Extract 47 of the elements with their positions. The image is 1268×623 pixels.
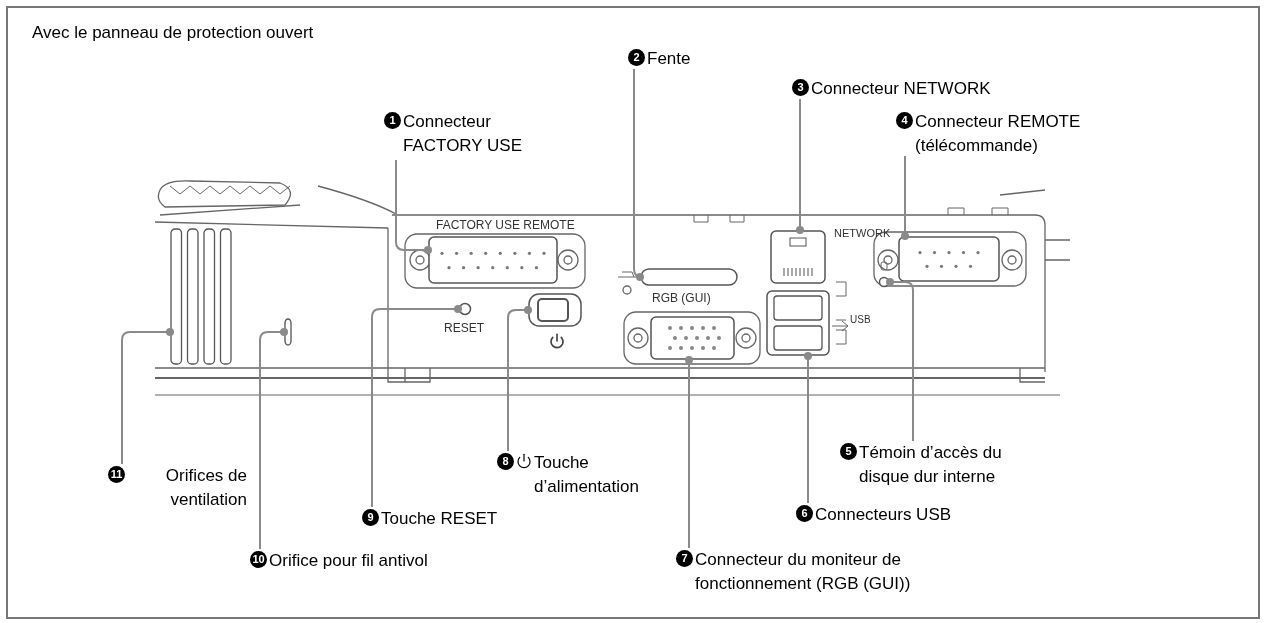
callout-number: 5 bbox=[840, 443, 857, 460]
callout-text: Touche d’alimentation bbox=[534, 452, 640, 498]
leader-line bbox=[395, 159, 432, 254]
ethernet-port bbox=[770, 230, 826, 284]
leader-line bbox=[371, 305, 462, 508]
callout-text: Connecteurs USB bbox=[815, 504, 952, 526]
leader-line bbox=[507, 306, 532, 452]
leader-line bbox=[121, 328, 174, 465]
reset-hole bbox=[458, 302, 472, 316]
panel-label: NETWORK bbox=[834, 228, 891, 239]
callout-number: 10 bbox=[250, 551, 267, 568]
db9-connector bbox=[898, 236, 1000, 282]
callout-number: 7 bbox=[676, 550, 693, 567]
callout-text: Orifice pour fil antivol bbox=[269, 550, 428, 572]
vga-connector bbox=[650, 316, 735, 360]
callout-number: 4 bbox=[896, 112, 913, 129]
callout-text: Fente bbox=[647, 48, 691, 70]
db15-connector bbox=[428, 236, 558, 284]
callout-text: Connecteur REMOTE (télécommande) bbox=[915, 111, 1082, 157]
panel-label: RESET bbox=[444, 322, 484, 334]
callout-text: Orifices de ventilation bbox=[164, 465, 247, 511]
leader-line bbox=[901, 155, 909, 240]
callout-number: 2 bbox=[628, 49, 645, 66]
callout-number: 9 bbox=[362, 509, 379, 526]
indicator-led bbox=[878, 276, 890, 288]
leader-line bbox=[633, 68, 644, 281]
callout-number: 6 bbox=[796, 505, 813, 522]
callout-number: 8 bbox=[497, 453, 514, 470]
diagram-title: Avec le panneau de protection ouvert bbox=[32, 22, 314, 44]
callout-text: Connecteur NETWORK bbox=[811, 78, 991, 100]
callout-number: 3 bbox=[792, 79, 809, 96]
callout-number: 11 bbox=[108, 466, 125, 483]
leader-line bbox=[804, 352, 812, 504]
callout-number: 1 bbox=[384, 112, 401, 129]
leader-line bbox=[685, 356, 693, 549]
leader-line bbox=[259, 328, 288, 550]
panel-label: RGB (GUI) bbox=[652, 292, 711, 304]
panel-label: USB bbox=[850, 315, 871, 325]
leader-line bbox=[886, 278, 914, 442]
power-button bbox=[528, 293, 582, 327]
callout-text: Témoin d’accès du disque dur interne bbox=[859, 442, 1003, 488]
usb-ports bbox=[766, 290, 830, 356]
callout-text: Touche RESET bbox=[381, 508, 498, 530]
card-slot bbox=[640, 268, 738, 286]
leader-line bbox=[796, 98, 804, 234]
callout-text: Connecteur FACTORY USE bbox=[403, 111, 524, 157]
callout-text: Connecteur du moniteur de fonctionnement (RGB (GUI)) bbox=[695, 549, 912, 595]
